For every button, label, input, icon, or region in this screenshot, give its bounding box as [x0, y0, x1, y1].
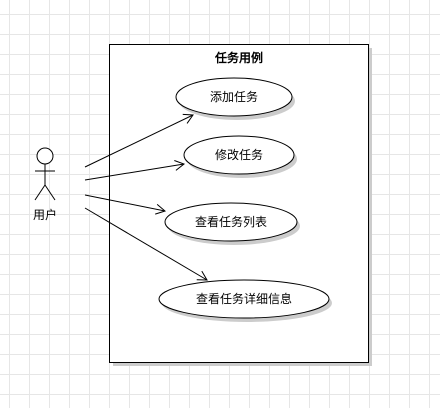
- associations: [84, 113, 208, 281]
- stick-figure-actor-icon: [34, 147, 56, 201]
- actor-user[interactable]: 用户: [33, 147, 57, 222]
- use-case-add-task[interactable]: 添加任务: [175, 77, 295, 120]
- use-case-label: 查看任务详细信息: [196, 291, 292, 306]
- actor-label: 用户: [33, 207, 57, 222]
- association-view-task-details[interactable]: [84, 207, 208, 281]
- use-case-label: 查看任务列表: [195, 214, 267, 229]
- use-case-label: 修改任务: [215, 147, 263, 162]
- association-add-task[interactable]: [84, 113, 194, 168]
- use-case-edit-task[interactable]: 修改任务: [183, 135, 297, 178]
- use-case-label: 添加任务: [210, 89, 258, 104]
- association-edit-task[interactable]: [84, 160, 186, 181]
- use-case-view-task-details[interactable]: 查看任务详细信息: [158, 279, 332, 322]
- use-case-view-task-list[interactable]: 查看任务列表: [164, 202, 300, 245]
- system-boundary-title: 任务用例: [214, 50, 263, 65]
- association-view-task-list[interactable]: [84, 194, 167, 215]
